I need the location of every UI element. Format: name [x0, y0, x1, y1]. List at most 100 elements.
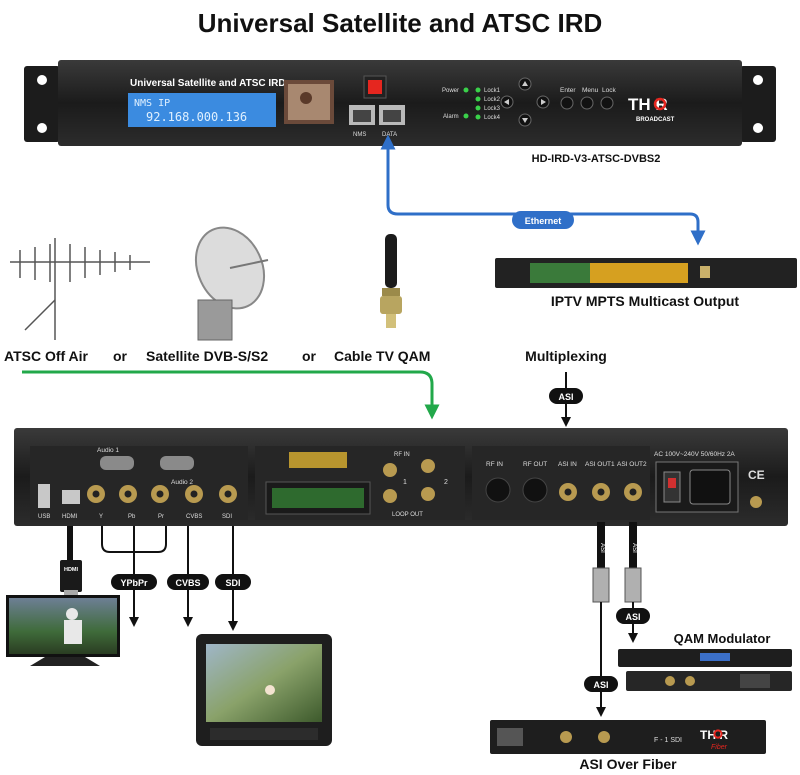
lcd-line2: 92.168.000.136	[146, 110, 247, 124]
pr-connector-core	[156, 490, 164, 498]
rf-in-1-connector[interactable]	[383, 463, 397, 477]
usb-port[interactable]	[38, 484, 50, 508]
led-label-alarm: Alarm	[443, 114, 459, 120]
qam-modulator	[618, 649, 792, 691]
ypbpr-label: YPbPr	[120, 578, 148, 588]
fiber-sub: Fiber	[711, 744, 728, 751]
asi-pill-qam	[616, 608, 650, 624]
lcd-line1: NMS IP	[134, 98, 170, 109]
power-rating-label: AC 100V~240V 50/60Hz 2A	[654, 451, 735, 458]
lock-button[interactable]	[600, 96, 614, 110]
qam-connector	[685, 676, 695, 686]
coax-cable-icon	[380, 234, 402, 328]
cvbs-pill	[167, 574, 209, 590]
asi-cable-2	[629, 522, 637, 568]
audio1-port[interactable]	[100, 456, 134, 470]
menu-button[interactable]	[580, 96, 594, 110]
lock-label-1: Lock1	[484, 88, 501, 94]
hdmi-plug	[60, 560, 82, 592]
button-label-lock: Lock	[602, 87, 616, 94]
loop-out-label: LOOP OUT	[392, 512, 423, 518]
lcd-display	[128, 93, 276, 127]
input-satellite: Satellite DVB-S/S2	[146, 348, 268, 364]
arrow-up-icon	[522, 81, 528, 86]
qam-label: QAM Modulator	[674, 631, 771, 646]
monitor-controls	[210, 728, 318, 740]
audio2-label: Audio 2	[171, 479, 193, 486]
antenna-icon	[10, 238, 150, 340]
audio2-port[interactable]	[160, 456, 194, 470]
asi-out1-core	[597, 488, 605, 496]
button-label-enter: Enter	[560, 87, 576, 94]
tv-screen	[9, 598, 117, 654]
input-or-2: or	[302, 348, 317, 364]
loop-out-1-connector[interactable]	[383, 489, 397, 503]
bnc-plug-2	[624, 567, 642, 603]
fiber-label: ASI Over Fiber	[579, 756, 677, 772]
asi-cable-1	[597, 522, 605, 568]
brand-logo-mark	[653, 97, 667, 111]
ce-mark: CE	[748, 468, 765, 482]
tv-stand	[30, 657, 100, 666]
rack-ear-right	[740, 66, 776, 142]
fiber-body	[490, 720, 766, 754]
switch-label: IPTV MPTS Multicast Output	[551, 293, 740, 309]
hdmi-port[interactable]	[62, 490, 80, 504]
ethernet-pill	[512, 211, 574, 229]
preview-figure	[300, 92, 312, 104]
rack-hole	[753, 75, 763, 85]
television-icon	[6, 595, 120, 666]
asi-fiber-device: F - 1 SDI TH R Fiber	[490, 720, 766, 754]
y-connector-core	[92, 490, 100, 498]
rf-in-2-connector[interactable]	[421, 459, 435, 473]
iec-inlet[interactable]	[689, 469, 731, 505]
tv-player	[66, 608, 78, 620]
asi-in-label: ASI IN	[558, 461, 577, 468]
led-label-power: Power	[442, 88, 459, 94]
rf-out-port[interactable]	[522, 477, 548, 503]
rear-panel-ird: Audio 1 Audio 2 USB HDMI Y Pb Pr CVBS SD…	[14, 428, 788, 526]
rf-in-top-label: RF IN	[394, 452, 410, 458]
asi-label-qam: ASI	[625, 612, 640, 622]
qam-power-inlet	[740, 674, 770, 688]
rf-in-port[interactable]	[485, 477, 511, 503]
asi-cable-1-label: ASI	[599, 543, 605, 553]
bnc-plug-1	[592, 567, 610, 603]
loop-out-2-connector[interactable]	[421, 487, 435, 501]
monitor-screen	[206, 644, 322, 722]
model-label: HD-IRD-V3-ATSC-DVBS2	[532, 153, 661, 165]
rack-hole	[753, 123, 763, 133]
port-label-data: DATA	[382, 132, 397, 138]
rack-ear-left	[24, 66, 60, 142]
port-label-pr: Pr	[158, 514, 164, 520]
satellite-dish-icon	[194, 226, 269, 341]
led-lock3	[475, 105, 481, 111]
qam-connector	[665, 676, 675, 686]
audio1-label: Audio 1	[97, 447, 119, 454]
input-cable: Cable TV QAM	[334, 348, 430, 364]
power-button[interactable]	[368, 80, 382, 94]
ground-terminal[interactable]	[750, 496, 762, 508]
fiber-power-port	[497, 728, 523, 746]
nms-port-socket	[353, 110, 371, 122]
tuner-board	[272, 488, 364, 508]
arrow-left-icon	[504, 99, 509, 105]
lock-label-3: Lock3	[484, 106, 501, 112]
rf-out-label: RF OUT	[523, 461, 547, 468]
switch-port-bank	[590, 263, 688, 283]
enter-button[interactable]	[560, 96, 574, 110]
multiplexing-label: Multiplexing	[525, 348, 607, 364]
port-label-sdi: SDI	[222, 514, 232, 520]
fiber-brand-mark	[713, 729, 723, 739]
asi-pill-fiber	[584, 676, 618, 692]
port-label-cvbs: CVBS	[186, 514, 202, 520]
asi-in-core	[564, 488, 572, 496]
hdmi-plug-tip	[64, 590, 78, 598]
fiber-connector	[598, 731, 610, 743]
port-label-pb: Pb	[128, 514, 136, 520]
ethernet-label: Ethernet	[525, 216, 562, 226]
ci-slot[interactable]	[289, 452, 347, 468]
av-section	[30, 446, 248, 520]
tv-player-body	[64, 620, 82, 644]
input-or-1: or	[113, 348, 128, 364]
